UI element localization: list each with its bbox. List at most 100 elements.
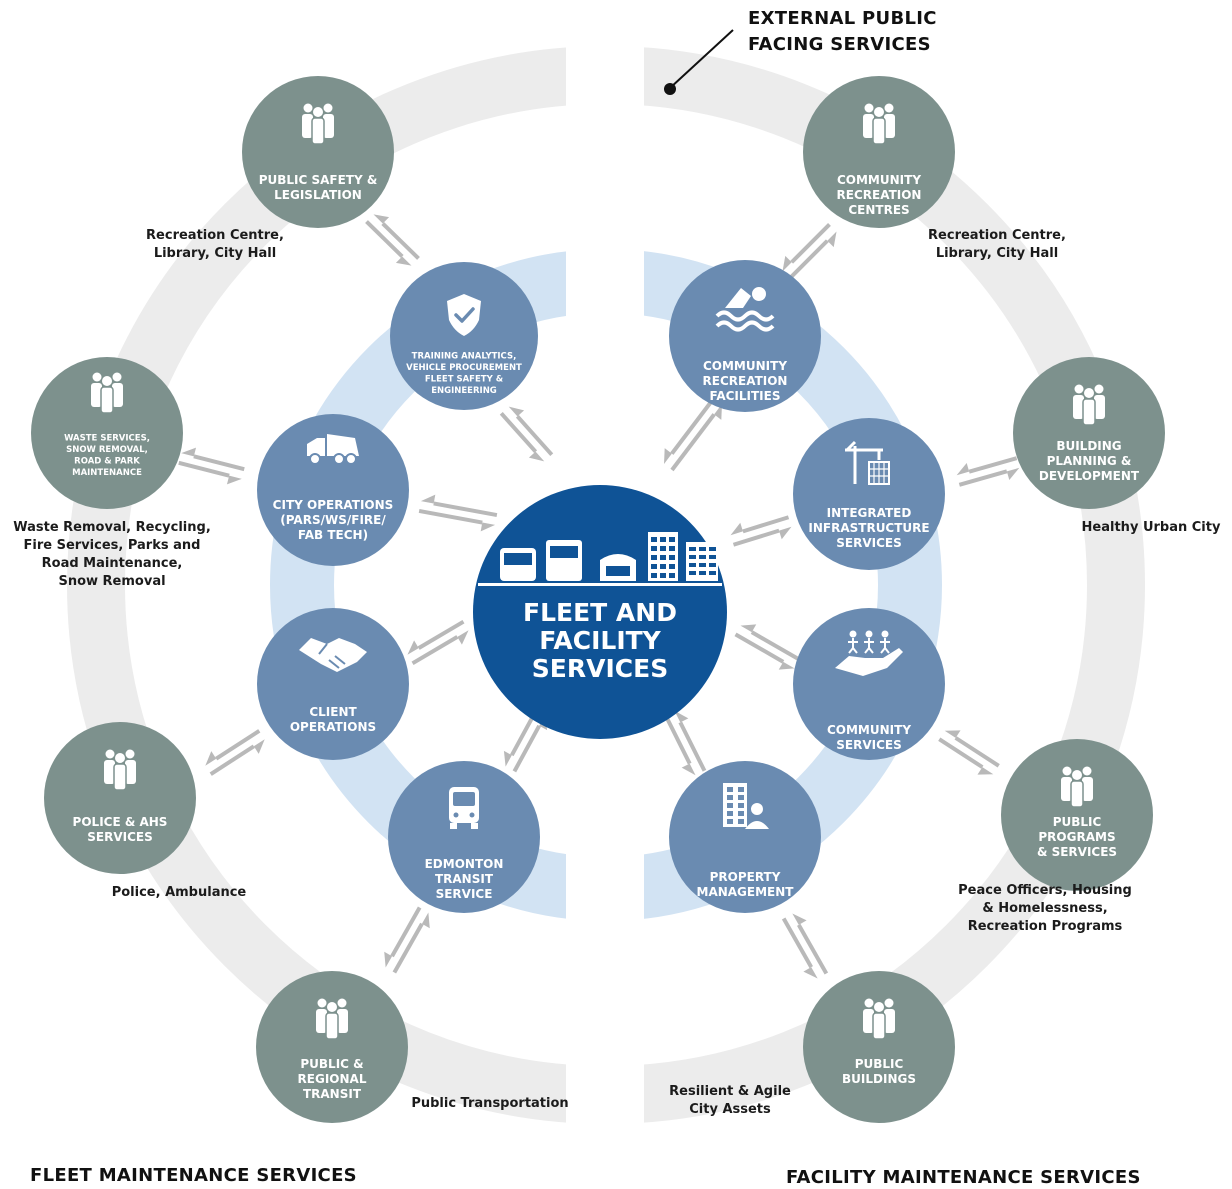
arrow-rec-facilities-centres bbox=[782, 223, 837, 280]
outer-nodes: PUBLIC SAFETY &LEGISLATION WASTE SERVICES… bbox=[31, 76, 1165, 1123]
inner-node-ets-label-2: TRANSIT bbox=[435, 872, 494, 886]
arrow-rec-facilities-center bbox=[664, 396, 722, 472]
outer-node-transit-label-1: PUBLIC & bbox=[300, 1057, 363, 1071]
inner-node-ets-label-1: EDMONTON bbox=[425, 857, 504, 871]
inner-node-training-label-4: ENGINEERING bbox=[431, 386, 497, 396]
inner-node-property-label-2: MANAGEMENT bbox=[697, 885, 795, 899]
city-skyline-icon bbox=[478, 532, 722, 586]
outer-node-transit-label-3: TRANSIT bbox=[303, 1087, 362, 1101]
arrow-transit-ets bbox=[384, 906, 430, 974]
outer-node-waste-label-2: SNOW REMOVAL, bbox=[66, 445, 148, 455]
outer-node-building-label-3: DEVELOPMENT bbox=[1039, 469, 1140, 483]
inner-node-training-label-1: TRAINING ANALYTICS, bbox=[412, 352, 517, 362]
inner-node-rec-facilities-label-3: FACILITIES bbox=[710, 389, 781, 403]
inner-node-city-ops-label-1: CITY OPERATIONS bbox=[273, 498, 394, 512]
outer-node-building-label-1: BUILDING bbox=[1056, 439, 1121, 453]
outer-node-waste-label-1: WASTE SERVICES, bbox=[64, 434, 150, 444]
outer-node-buildings-label-2: BUILDINGS bbox=[842, 1072, 916, 1086]
caption-building: Healthy Urban City bbox=[1081, 520, 1221, 535]
people-group-icon bbox=[302, 103, 334, 145]
inner-node-training-label-3: FLEET SAFETY & bbox=[425, 375, 504, 385]
caption-programs: Peace Officers, Housing & Homelessness, … bbox=[958, 883, 1132, 934]
inner-node-community-circle bbox=[793, 608, 945, 760]
outer-node-programs-label-1: PUBLIC bbox=[1053, 815, 1102, 829]
arrow-police-client-ops bbox=[205, 729, 265, 776]
inner-node-community-label-2: SERVICES bbox=[836, 738, 901, 752]
outer-node-public-safety-label-2: LEGISLATION bbox=[274, 188, 362, 202]
center-label-1: FLEET AND bbox=[523, 598, 677, 627]
arrow-property-buildings bbox=[781, 913, 829, 979]
inner-node-rec-facilities-label-1: COMMUNITY bbox=[703, 359, 787, 373]
outer-node-programs-circle bbox=[1001, 739, 1153, 891]
external-label-pointer bbox=[669, 29, 734, 89]
outer-node-waste-circle bbox=[31, 357, 183, 509]
arrow-center-property bbox=[663, 710, 707, 776]
caption-police: Police, Ambulance bbox=[111, 885, 247, 900]
shield-check-icon bbox=[447, 294, 481, 336]
outer-node-public-safety-circle bbox=[242, 76, 394, 228]
external-label-line-1: EXTERNAL PUBLIC bbox=[748, 8, 937, 29]
inner-node-community-label-1: COMMUNITY bbox=[827, 723, 911, 737]
outer-node-rec-centres-label-2: RECREATION bbox=[837, 188, 922, 202]
caption-transit: Public Transportation bbox=[411, 1096, 569, 1111]
outer-node-transit-label-2: REGIONAL bbox=[298, 1072, 367, 1086]
people-group-icon bbox=[316, 998, 348, 1040]
people-group-icon bbox=[1073, 384, 1105, 426]
people-group-icon bbox=[863, 103, 895, 145]
people-group-icon bbox=[91, 372, 123, 414]
arrow-client-ops-center bbox=[407, 619, 469, 666]
outer-node-waste-label-3: ROAD & PARK bbox=[74, 457, 140, 467]
inner-node-integrated-circle bbox=[793, 418, 945, 570]
arrow-integrated-center bbox=[730, 515, 792, 547]
arrow-waste-city-ops bbox=[178, 447, 245, 485]
crane-building-icon bbox=[845, 440, 890, 485]
outer-node-buildings-circle bbox=[803, 971, 955, 1123]
inner-node-integrated-label-3: SERVICES bbox=[836, 536, 901, 550]
inner-node-integrated-label-2: INFRASTRUCTURE bbox=[808, 521, 929, 535]
inner-node-client-ops-label-2: OPERATIONS bbox=[290, 720, 376, 734]
external-label-pointer-dot bbox=[664, 83, 676, 95]
garbage-truck-icon bbox=[307, 434, 359, 465]
inner-node-city-ops-label-2: (PARS/WS/FIRE/ bbox=[280, 513, 386, 527]
inner-node-ets-circle bbox=[388, 761, 540, 913]
arrow-center-community bbox=[734, 624, 801, 670]
inner-node-ets-label-3: SERVICE bbox=[436, 887, 493, 901]
inner-node-client-ops-circle bbox=[257, 608, 409, 760]
outer-node-rec-centres-label-3: CENTRES bbox=[848, 203, 909, 217]
caption-waste: Waste Removal, Recycling, Fire Services,… bbox=[13, 520, 211, 589]
arrow-public-safety-training bbox=[365, 214, 420, 266]
outer-node-rec-centres-label-1: COMMUNITY bbox=[837, 173, 921, 187]
inner-node-rec-facilities-label-2: RECREATION bbox=[703, 374, 788, 388]
arrow-integrated-building bbox=[956, 456, 1020, 487]
inner-node-city-ops-label-3: FAB TECH) bbox=[298, 528, 368, 542]
fleet-maintenance-heading: FLEET MAINTENANCE SERVICES bbox=[30, 1165, 357, 1186]
outer-node-buildings-label-1: PUBLIC bbox=[855, 1057, 904, 1071]
connector-arrows bbox=[178, 214, 1020, 979]
external-public-label: EXTERNAL PUBLIC FACING SERVICES bbox=[748, 6, 937, 58]
people-group-icon bbox=[104, 749, 136, 791]
caption-buildings: Resilient & Agile City Assets bbox=[669, 1084, 791, 1117]
outer-node-police-circle bbox=[44, 722, 196, 874]
arrow-community-programs bbox=[938, 730, 1000, 775]
inner-node-city-ops-circle bbox=[257, 414, 409, 566]
caption-rec-centres: Recreation Centre, Library, City Hall bbox=[928, 228, 1066, 261]
outer-node-transit-circle bbox=[256, 971, 408, 1123]
inner-node-property-circle bbox=[669, 761, 821, 913]
arrow-city-ops-center bbox=[418, 494, 498, 532]
swimmer-icon bbox=[715, 287, 775, 332]
outer-node-building-label-2: PLANNING & bbox=[1047, 454, 1132, 468]
outer-node-rec-centres-circle bbox=[803, 76, 955, 228]
inner-node-training: TRAINING ANALYTICS,VEHICLE PROCUREMENTFL… bbox=[390, 262, 538, 410]
outer-node-public-safety: PUBLIC SAFETY &LEGISLATION bbox=[242, 76, 394, 228]
caption-public-safety: Recreation Centre, Library, City Hall bbox=[146, 228, 284, 261]
handshake-icon bbox=[299, 638, 367, 672]
